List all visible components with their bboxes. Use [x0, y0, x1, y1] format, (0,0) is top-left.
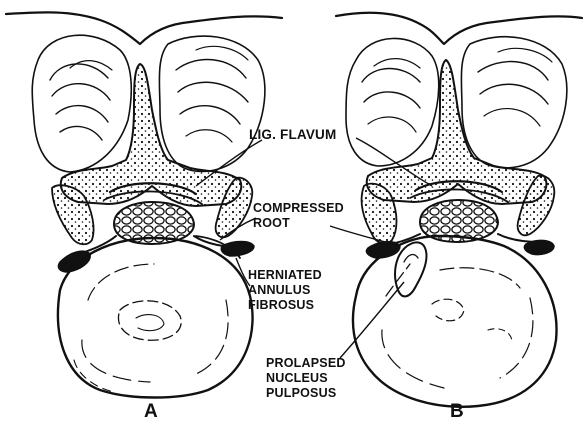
label-prolapsed-nucleus: PROLAPSED NUCLEUS PULPOSUS	[266, 357, 346, 400]
nerve-root-right-b	[524, 240, 554, 254]
panel-label-a: A	[144, 402, 158, 422]
label-herniated-annulus-line1: HERNIATED	[248, 269, 322, 282]
paraspinal-muscle-left-b	[346, 38, 439, 166]
skin-outline-a	[6, 12, 282, 44]
panel-b-drawing	[336, 13, 582, 407]
paraspinal-muscle-right-a	[159, 36, 264, 171]
label-herniated-annulus-line2: ANNULUS	[248, 284, 322, 297]
skin-outline-b	[336, 13, 582, 44]
label-compressed-root-line2: ROOT	[253, 217, 344, 230]
panel-label-b: B	[450, 402, 464, 422]
label-compressed-root: COMPRESSED ROOT	[253, 202, 344, 230]
label-prolapsed-nucleus-line1: PROLAPSED	[266, 357, 346, 370]
paraspinal-muscle-left-a	[32, 35, 131, 172]
label-compressed-root-line1: COMPRESSED	[253, 202, 344, 215]
label-lig-flavum: LIG. FLAVUM	[249, 128, 336, 141]
panel-a-drawing	[6, 12, 282, 397]
label-prolapsed-nucleus-line2: NUCLEUS	[266, 372, 346, 385]
intervertebral-disc-b	[353, 236, 557, 407]
paraspinal-muscle-right-b	[461, 37, 566, 168]
label-prolapsed-nucleus-line3: PULPOSUS	[266, 387, 346, 400]
label-herniated-annulus-line3: FIBROSUS	[248, 299, 322, 312]
nerve-root-left-a	[58, 251, 90, 272]
prolapsed-nucleus-b	[395, 242, 426, 296]
label-herniated-annulus: HERNIATED ANNULUS FIBROSUS	[248, 269, 322, 312]
spinous-process-b	[367, 60, 547, 204]
